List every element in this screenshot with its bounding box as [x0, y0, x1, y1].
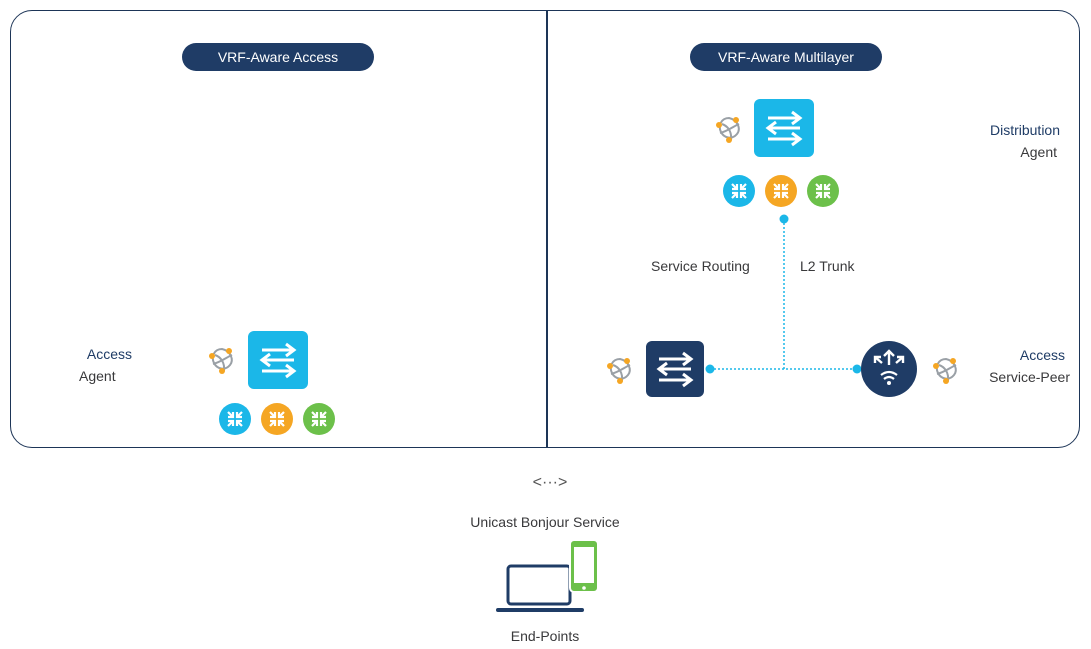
bonjour-icon — [607, 357, 631, 384]
vrf-orange-icon — [765, 175, 797, 207]
l2-trunk-label: L2 Trunk — [800, 258, 855, 274]
bonjour-icon — [209, 347, 233, 374]
vrf-orange-icon — [261, 403, 293, 435]
unicast-bonjour-service-label: Unicast Bonjour Service — [470, 514, 620, 530]
distribution-switch-icon — [754, 99, 814, 157]
access-peer-label: Access — [1019, 347, 1065, 363]
bonjour-icon — [716, 116, 740, 143]
agent-label: Agent — [79, 368, 116, 384]
access-switch-icon — [646, 341, 704, 397]
service-peer-label: Service-Peer — [989, 369, 1070, 385]
endpoints-icon — [496, 539, 599, 612]
bidirectional-arrow-icon: <···> — [532, 474, 568, 491]
distribution-label: Distribution — [989, 122, 1060, 138]
vrf-green-icon — [303, 403, 335, 435]
vrf-blue-icon — [723, 175, 755, 207]
diagram-frame — [10, 10, 1080, 448]
link-lines — [705, 214, 862, 374]
phone-icon — [569, 539, 599, 593]
access-switch-icon — [248, 331, 308, 389]
panel-divider — [546, 10, 548, 448]
vrf-green-icon — [807, 175, 839, 207]
wireless-router-icon — [861, 341, 917, 397]
access-label: Access — [86, 346, 132, 362]
distribution-agent-label: Agent — [1020, 144, 1057, 160]
service-routing-label: Service Routing — [651, 258, 750, 274]
end-points-label: End-Points — [510, 628, 580, 644]
title-vrf-aware-multilayer: VRF-Aware Multilayer — [690, 43, 882, 71]
bonjour-icon — [933, 357, 957, 384]
title-vrf-aware-access: VRF-Aware Access — [182, 43, 374, 71]
vrf-blue-icon — [219, 403, 251, 435]
